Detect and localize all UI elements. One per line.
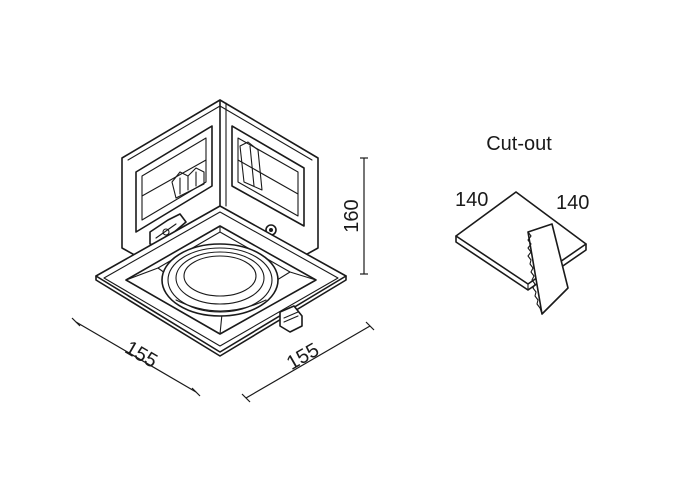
- dimension-width-left: 155: [71, 317, 201, 397]
- dimension-label-height: 160: [341, 199, 363, 232]
- dimension-label-width-right: 155: [283, 339, 323, 375]
- cutout-dimension-left: 140: [455, 189, 488, 211]
- cutout-title: Cut-out: [486, 133, 552, 155]
- cutout-drawing: [455, 191, 587, 315]
- cutout-section: Cut-out 140 140: [455, 133, 589, 315]
- dimension-height: 160: [341, 157, 368, 275]
- recessed-luminaire-drawing: [95, 99, 347, 357]
- dimension-label-width-left: 155: [121, 337, 161, 373]
- dimension-width-right: 155: [241, 321, 375, 403]
- lamp-reflector: [161, 243, 279, 317]
- cutout-dimension-right: 140: [556, 192, 589, 214]
- front-clip: [279, 305, 303, 333]
